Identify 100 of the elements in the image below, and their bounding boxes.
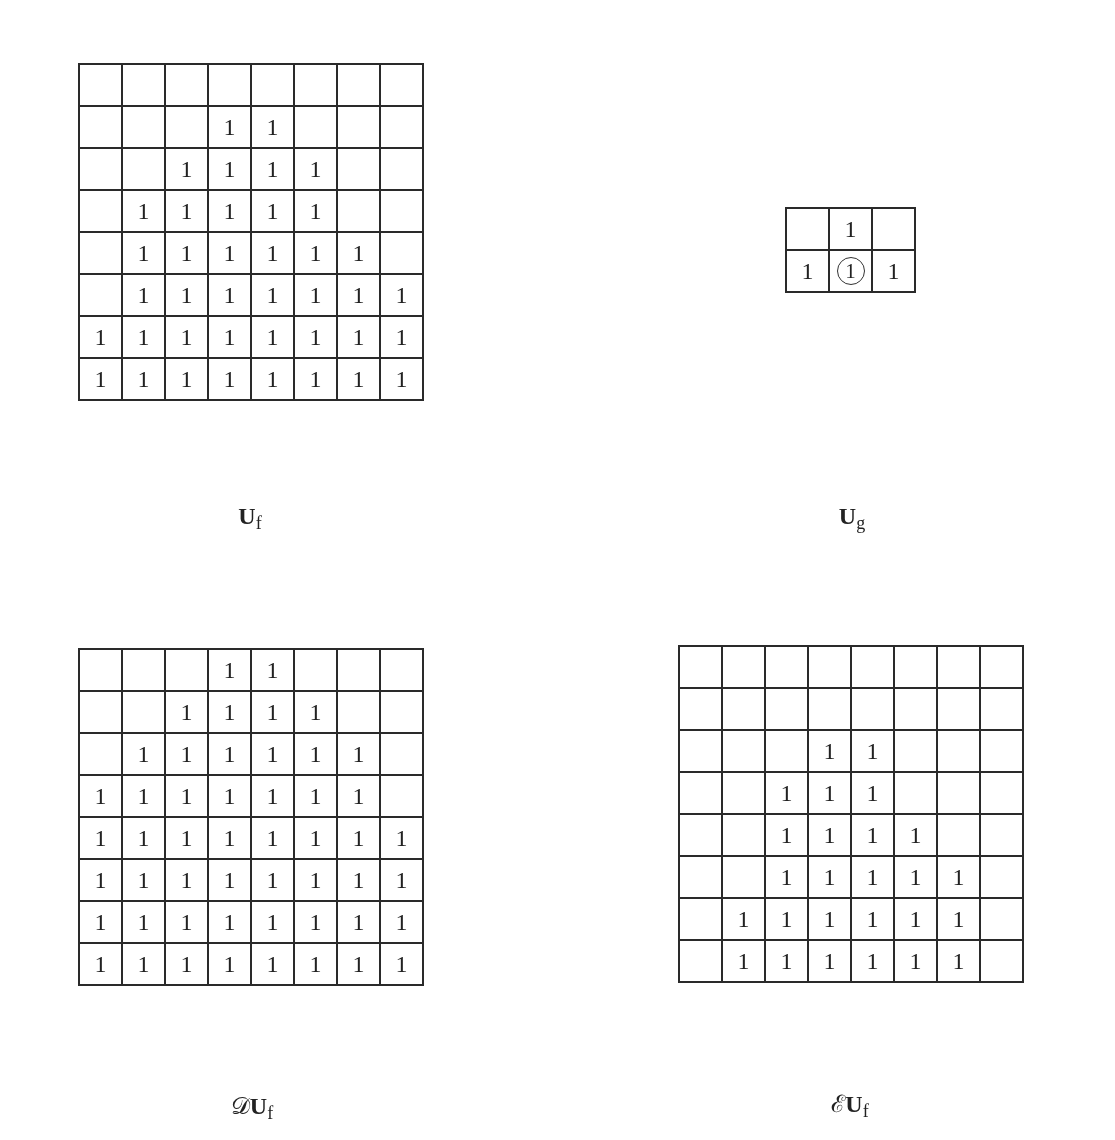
value-cell: 1 [895, 899, 938, 941]
value-cell: 1 [166, 359, 209, 401]
grid-cell [873, 209, 916, 251]
value-cell: 1 [166, 776, 209, 818]
value-cell: 1 [295, 149, 338, 191]
value-cell: 1 [809, 857, 852, 899]
value-cell: 1 [338, 818, 381, 860]
grid-cell [80, 650, 123, 692]
value-cell: 1 [123, 275, 166, 317]
value-cell: 1 [252, 776, 295, 818]
value-cell: 1 [873, 251, 916, 293]
grid-cell [830, 251, 873, 293]
value-cell: 1 [166, 149, 209, 191]
grid-cell [80, 275, 123, 317]
grid-cell [981, 815, 1024, 857]
grid-cell [938, 647, 981, 689]
value-cell: 1 [338, 776, 381, 818]
value-cell: 1 [209, 860, 252, 902]
grid-cell [381, 65, 424, 107]
value-cell: 1 [295, 776, 338, 818]
grid-cell [723, 731, 766, 773]
value-cell: 1 [295, 359, 338, 401]
grid-cell [852, 647, 895, 689]
value-cell: 1 [166, 317, 209, 359]
value-cell: 1 [209, 944, 252, 986]
grid-cell [123, 65, 166, 107]
value-cell: 1 [766, 941, 809, 983]
grid-cell [981, 731, 1024, 773]
grid-cell [938, 815, 981, 857]
grid-cell [80, 233, 123, 275]
grid-cell [295, 107, 338, 149]
value-cell: 1 [381, 902, 424, 944]
value-cell: 1 [295, 860, 338, 902]
value-cell: 1 [766, 899, 809, 941]
value-cell: 1 [766, 857, 809, 899]
value-cell: 1 [809, 941, 852, 983]
grid-cell [766, 731, 809, 773]
value-cell: 1 [209, 692, 252, 734]
grid-cell [809, 647, 852, 689]
value-cell: 1 [252, 275, 295, 317]
value-cell: 1 [381, 317, 424, 359]
value-cell: 1 [123, 359, 166, 401]
value-cell: 1 [166, 692, 209, 734]
value-cell: 1 [852, 899, 895, 941]
value-cell: 1 [295, 734, 338, 776]
value-cell: 1 [209, 191, 252, 233]
value-cell: 1 [338, 944, 381, 986]
grid-table [785, 207, 916, 293]
grid-cell [680, 731, 723, 773]
value-cell: 1 [123, 860, 166, 902]
value-cell: 1 [209, 317, 252, 359]
value-cell: 1 [252, 734, 295, 776]
value-cell: 1 [209, 650, 252, 692]
grid-cell [981, 689, 1024, 731]
value-cell: 1 [338, 275, 381, 317]
grid-cell [295, 65, 338, 107]
grid-cell [338, 191, 381, 233]
grid-cell [338, 107, 381, 149]
value-cell: 1 [809, 773, 852, 815]
value-cell: 1 [252, 944, 295, 986]
value-cell: 1 [252, 692, 295, 734]
value-cell: 1 [723, 899, 766, 941]
value-cell: 1 [80, 776, 123, 818]
grid-cell [723, 815, 766, 857]
value-cell: 1 [852, 941, 895, 983]
value-cell: 1 [123, 902, 166, 944]
value-cell: 1 [723, 941, 766, 983]
value-cell: 1 [166, 860, 209, 902]
grid-caption: U$_{g}$ [838, 502, 866, 534]
grid-cell [981, 941, 1024, 983]
grid-table [78, 648, 424, 986]
grid-table [78, 63, 424, 401]
value-cell: 1 [381, 275, 424, 317]
grid-cell [680, 647, 723, 689]
value-cell: 1 [166, 944, 209, 986]
value-cell: 1 [295, 317, 338, 359]
value-cell: 1 [295, 692, 338, 734]
grid-table [678, 645, 1024, 983]
value-cell: 1 [123, 944, 166, 986]
value-cell: 1 [852, 731, 895, 773]
value-cell: 1 [766, 773, 809, 815]
grid-cell [80, 65, 123, 107]
value-cell: 1 [252, 107, 295, 149]
grid-cell [166, 650, 209, 692]
grid-cell [680, 941, 723, 983]
value-cell: 1 [80, 317, 123, 359]
grid-cell [381, 107, 424, 149]
value-cell: 1 [209, 359, 252, 401]
value-cell: 1 [166, 275, 209, 317]
grid-cell [680, 773, 723, 815]
value-cell: 1 [252, 191, 295, 233]
grid-cell [252, 65, 295, 107]
value-cell: 1 [938, 857, 981, 899]
grid-cell [338, 692, 381, 734]
grid-cell [80, 149, 123, 191]
value-cell: 1 [809, 815, 852, 857]
value-cell: 1 [80, 359, 123, 401]
grid-cell [938, 689, 981, 731]
grid-cell [381, 776, 424, 818]
value-cell: 1 [895, 815, 938, 857]
